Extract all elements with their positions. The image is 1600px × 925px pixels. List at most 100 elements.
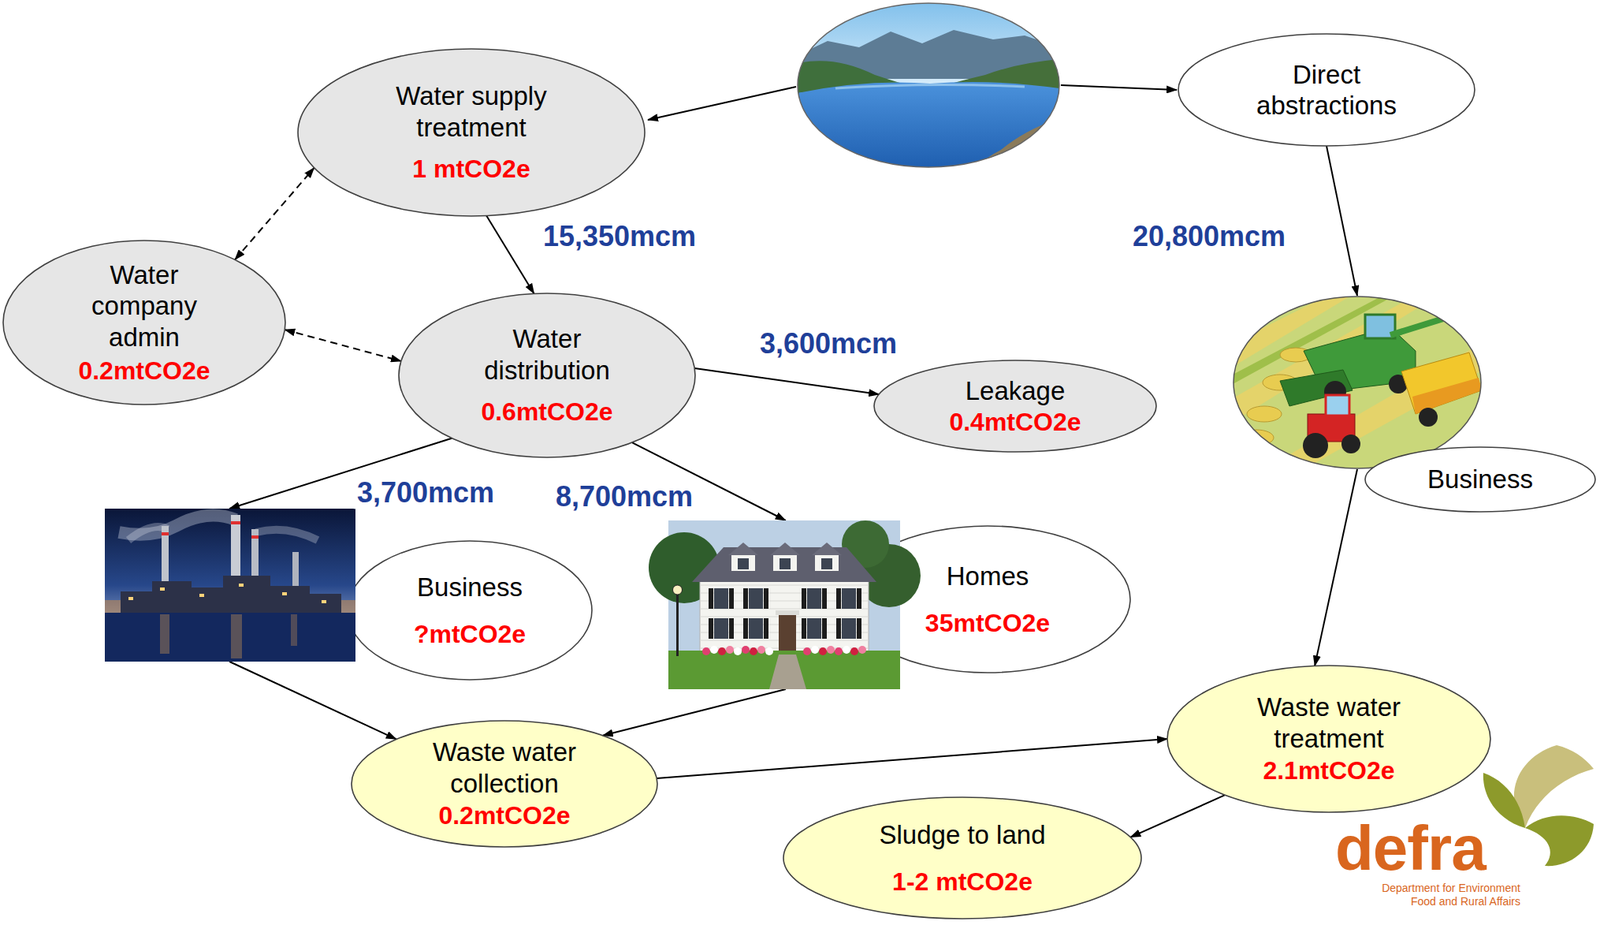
ellipse-outline: [351, 720, 658, 847]
flow-volume: 15,350mcm: [543, 219, 696, 253]
emission-value: 0.6mtCO2e: [460, 396, 634, 427]
emission-value: ?mtCO2e: [367, 618, 573, 649]
emission-value: 1-2 mtCO2e: [828, 866, 1097, 897]
ellipse-outline: [1365, 446, 1596, 512]
flow-volume: 8,700mcm: [555, 480, 693, 513]
node-shape: [1178, 33, 1475, 146]
lake-picture-part: [797, 0, 1060, 168]
node-name: Direct abstractions: [1231, 59, 1422, 122]
node-name: Water supply treatment: [353, 80, 590, 143]
process-ellipse: Direct abstractions: [1178, 33, 1475, 146]
flow-volume: 3,700mcm: [357, 476, 495, 509]
house-picture: [648, 520, 921, 689]
flow-arrow: [694, 368, 879, 395]
node-name: Leakage: [912, 375, 1118, 407]
lake-outline: [797, 3, 1060, 168]
lake-picture: [797, 0, 1060, 168]
process-ellipse: Sludge to land 1-2 mtCO2e: [783, 796, 1142, 919]
emission-value: 35mtCO2e: [885, 607, 1091, 638]
node-name: Waste water collection: [413, 736, 596, 799]
ellipse-outline: [1178, 33, 1475, 146]
text-block: Direct abstractions: [1231, 59, 1422, 122]
emission-value: 1 mtCO2e: [353, 153, 590, 184]
label-patch: 8,700mcm: [552, 480, 696, 513]
process-ellipse: Leakage0.4mtCO2e: [874, 360, 1157, 452]
ellipse-outline: [3, 240, 286, 405]
process-ellipse: Water distribution 0.6mtCO2e: [398, 293, 696, 458]
defra-leaf-logo-part: [1525, 814, 1594, 866]
label-holder: Department for Environment Food and Rura…: [1362, 881, 1521, 908]
text-block: Business ?mtCO2e: [367, 571, 573, 649]
node-shape: [874, 360, 1157, 452]
node-shape: [668, 520, 1131, 689]
illustrated-node: Business ?mtCO2e: [104, 508, 592, 680]
node-shape: [783, 796, 1142, 919]
node-name: Business: [367, 571, 573, 603]
text-block: Business: [1377, 463, 1583, 495]
text-block: Water company admin0.2mtCO2e: [77, 259, 212, 387]
flow-arrow: [1326, 145, 1358, 296]
emission-value: 2.1mtCO2e: [1238, 755, 1420, 786]
node-name: Sludge to land: [828, 818, 1097, 851]
ellipse-outline: [874, 360, 1157, 452]
flow-arrow: [1314, 468, 1358, 666]
text-block: Sludge to land 1-2 mtCO2e: [828, 818, 1097, 897]
process-ellipse: Waste water treatment2.1mtCO2e: [1167, 665, 1491, 812]
defra-leaf-logo-part: [1514, 744, 1594, 828]
illustrated-node: Business: [1232, 295, 1597, 513]
ellipse-outline: [1167, 665, 1491, 812]
lake-picture-part: [797, 81, 1060, 168]
lake-picture-part: [977, 118, 1060, 168]
label-patch: 15,350mcm: [539, 219, 700, 253]
defra-leaf-logo: [1483, 744, 1594, 866]
node-name: Homes: [885, 560, 1091, 592]
text-block: Water supply treatment 1 mtCO2e: [353, 80, 590, 185]
process-ellipse: Water company admin0.2mtCO2e: [3, 240, 286, 405]
lake-picture-part: [797, 126, 852, 168]
flow-arrow: [602, 688, 786, 736]
ellipse-outline: [347, 540, 592, 680]
emission-value: 0.4mtCO2e: [912, 406, 1118, 437]
node-name: Water distribution: [460, 323, 634, 386]
node-name: Waste water treatment: [1238, 691, 1420, 754]
supply-arrow: [647, 86, 797, 120]
supply-arrow: [1060, 85, 1177, 90]
emission-value: 0.2mtCO2e: [77, 355, 212, 386]
flow-volume: 3,600mcm: [759, 327, 897, 360]
lake-picture-part: [835, 84, 1025, 89]
label-patch: 3,700mcm: [353, 476, 498, 509]
process-ellipse: Water supply treatment 1 mtCO2e: [297, 48, 645, 216]
flow-arrow: [656, 738, 1168, 778]
farm-picture: [1232, 295, 1482, 469]
label-holder: defra: [1335, 816, 1541, 880]
text-block: Water distribution 0.6mtCO2e: [460, 323, 634, 428]
lake-picture-part: [1016, 133, 1060, 168]
illustrated-node: Homes 35mtCO2e: [668, 520, 1131, 689]
defra-leaf-logo-part: [1483, 772, 1526, 828]
text-block: Leakage0.4mtCO2e: [912, 375, 1118, 437]
label-patch: 20,800mcm: [1129, 219, 1289, 253]
process-ellipse: Waste water collection0.2mtCO2e: [351, 720, 658, 847]
dashed-link: [284, 329, 402, 361]
logo-wordmark: defra: [1335, 816, 1541, 880]
label-patch: 3,600mcm: [756, 327, 901, 360]
emission-value: 0.2mtCO2e: [413, 800, 596, 830]
node-name: Business: [1377, 463, 1583, 495]
ellipse-outline: [398, 293, 696, 458]
text-block: Waste water collection0.2mtCO2e: [413, 736, 596, 831]
dashed-link: [234, 167, 315, 260]
flow-arrow: [486, 215, 534, 294]
logo-caption: Department for Environment Food and Rura…: [1362, 881, 1521, 908]
node-shape: [1232, 295, 1597, 513]
ellipse-outline: [783, 796, 1142, 919]
plant-picture: [104, 508, 356, 662]
flow-arrow: [1130, 794, 1225, 837]
text-block: Waste water treatment2.1mtCO2e: [1238, 691, 1420, 786]
ellipse-outline: [297, 48, 645, 216]
flow-arrow: [229, 661, 397, 739]
flow-volume: 20,800mcm: [1132, 219, 1286, 253]
text-block: Homes 35mtCO2e: [885, 560, 1091, 638]
node-name: Water company admin: [77, 259, 212, 354]
